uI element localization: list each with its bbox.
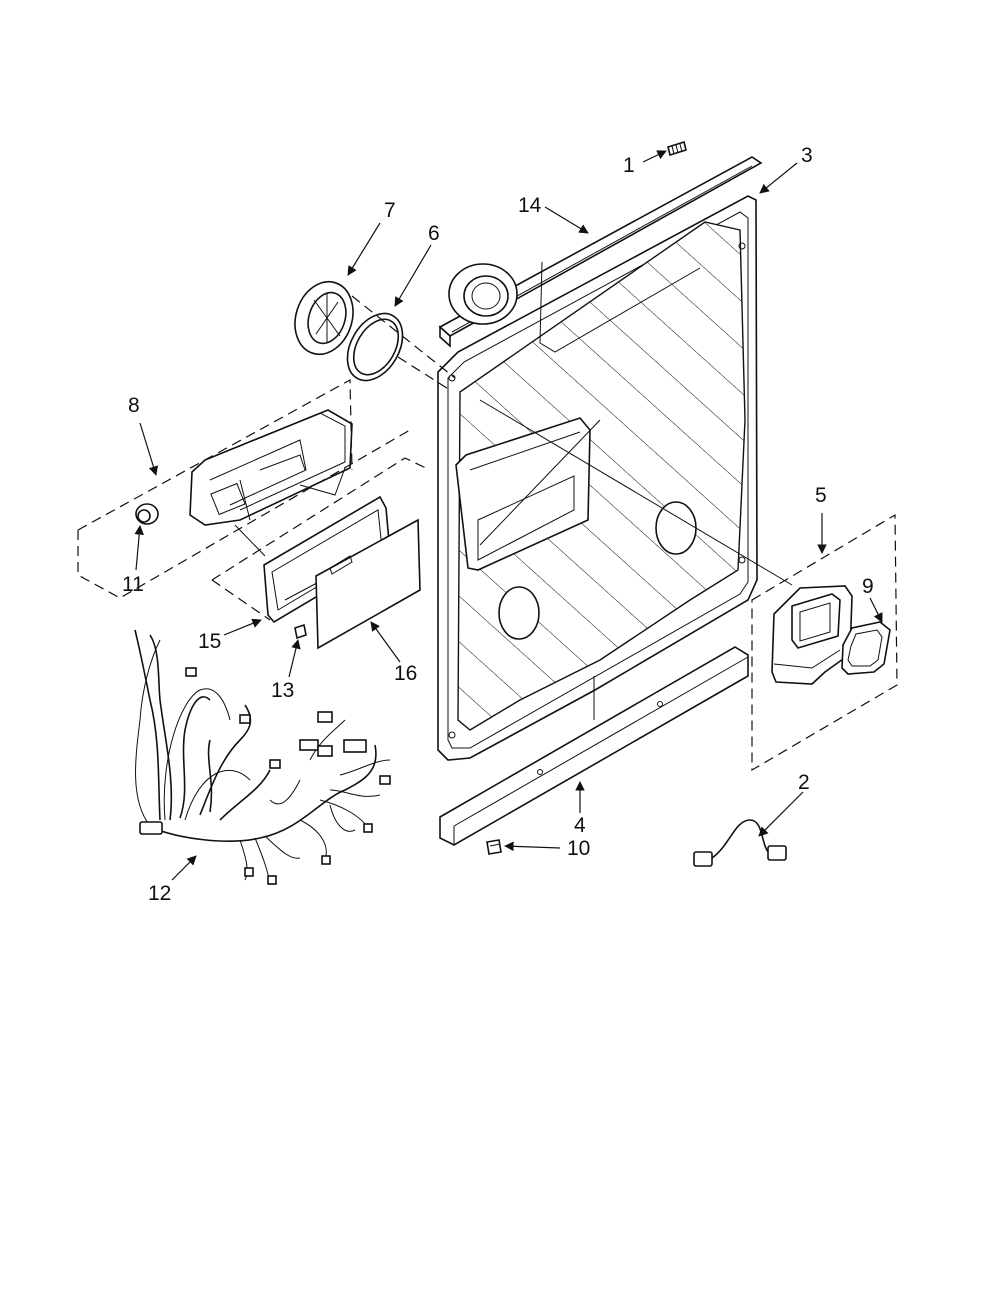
leader-lines — [134, 150, 883, 881]
callout-3: 3 — [801, 144, 813, 167]
callout-15: 15 — [198, 630, 221, 653]
callout-2: 2 — [798, 771, 810, 794]
callout-7: 7 — [384, 199, 396, 222]
part-2-wire — [693, 819, 787, 867]
callout-12: 12 — [148, 882, 171, 905]
part-4-bottom-trim — [439, 646, 749, 846]
callout-14: 14 — [518, 194, 542, 217]
part-6-gasket-ring — [346, 312, 404, 382]
part-3-inner-door-panel — [437, 195, 758, 761]
group-outline-right — [751, 513, 898, 772]
callout-8: 8 — [128, 394, 140, 417]
part-5-vent-housing — [771, 585, 853, 685]
callout-5: 5 — [815, 484, 827, 507]
group-outline-left — [77, 378, 431, 621]
part-7-vent-cover — [294, 280, 354, 356]
callout-11: 11 — [122, 573, 144, 596]
part-8-dispenser — [189, 409, 353, 526]
part-10-screw — [486, 839, 502, 855]
part-12-wiring-harness — [134, 629, 391, 886]
callout-6: 6 — [428, 222, 440, 245]
alignment-lines — [234, 295, 793, 586]
part-11-knob — [135, 503, 159, 525]
callout-9: 9 — [862, 575, 874, 598]
callout-4: 4 — [574, 814, 586, 837]
part-9-vent-gasket — [841, 621, 891, 675]
callout-1: 1 — [623, 154, 635, 177]
callout-labels: 1 2 3 4 5 6 7 8 9 10 11 12 13 14 15 16 — [122, 144, 874, 905]
callout-13: 13 — [271, 679, 294, 702]
part-16-insulation-sheet — [315, 518, 421, 650]
part-13-screw — [294, 623, 307, 640]
part-1-screw — [667, 140, 687, 157]
callout-10: 10 — [567, 837, 590, 860]
callout-16: 16 — [394, 662, 417, 685]
part-14-top-trim — [438, 156, 763, 348]
